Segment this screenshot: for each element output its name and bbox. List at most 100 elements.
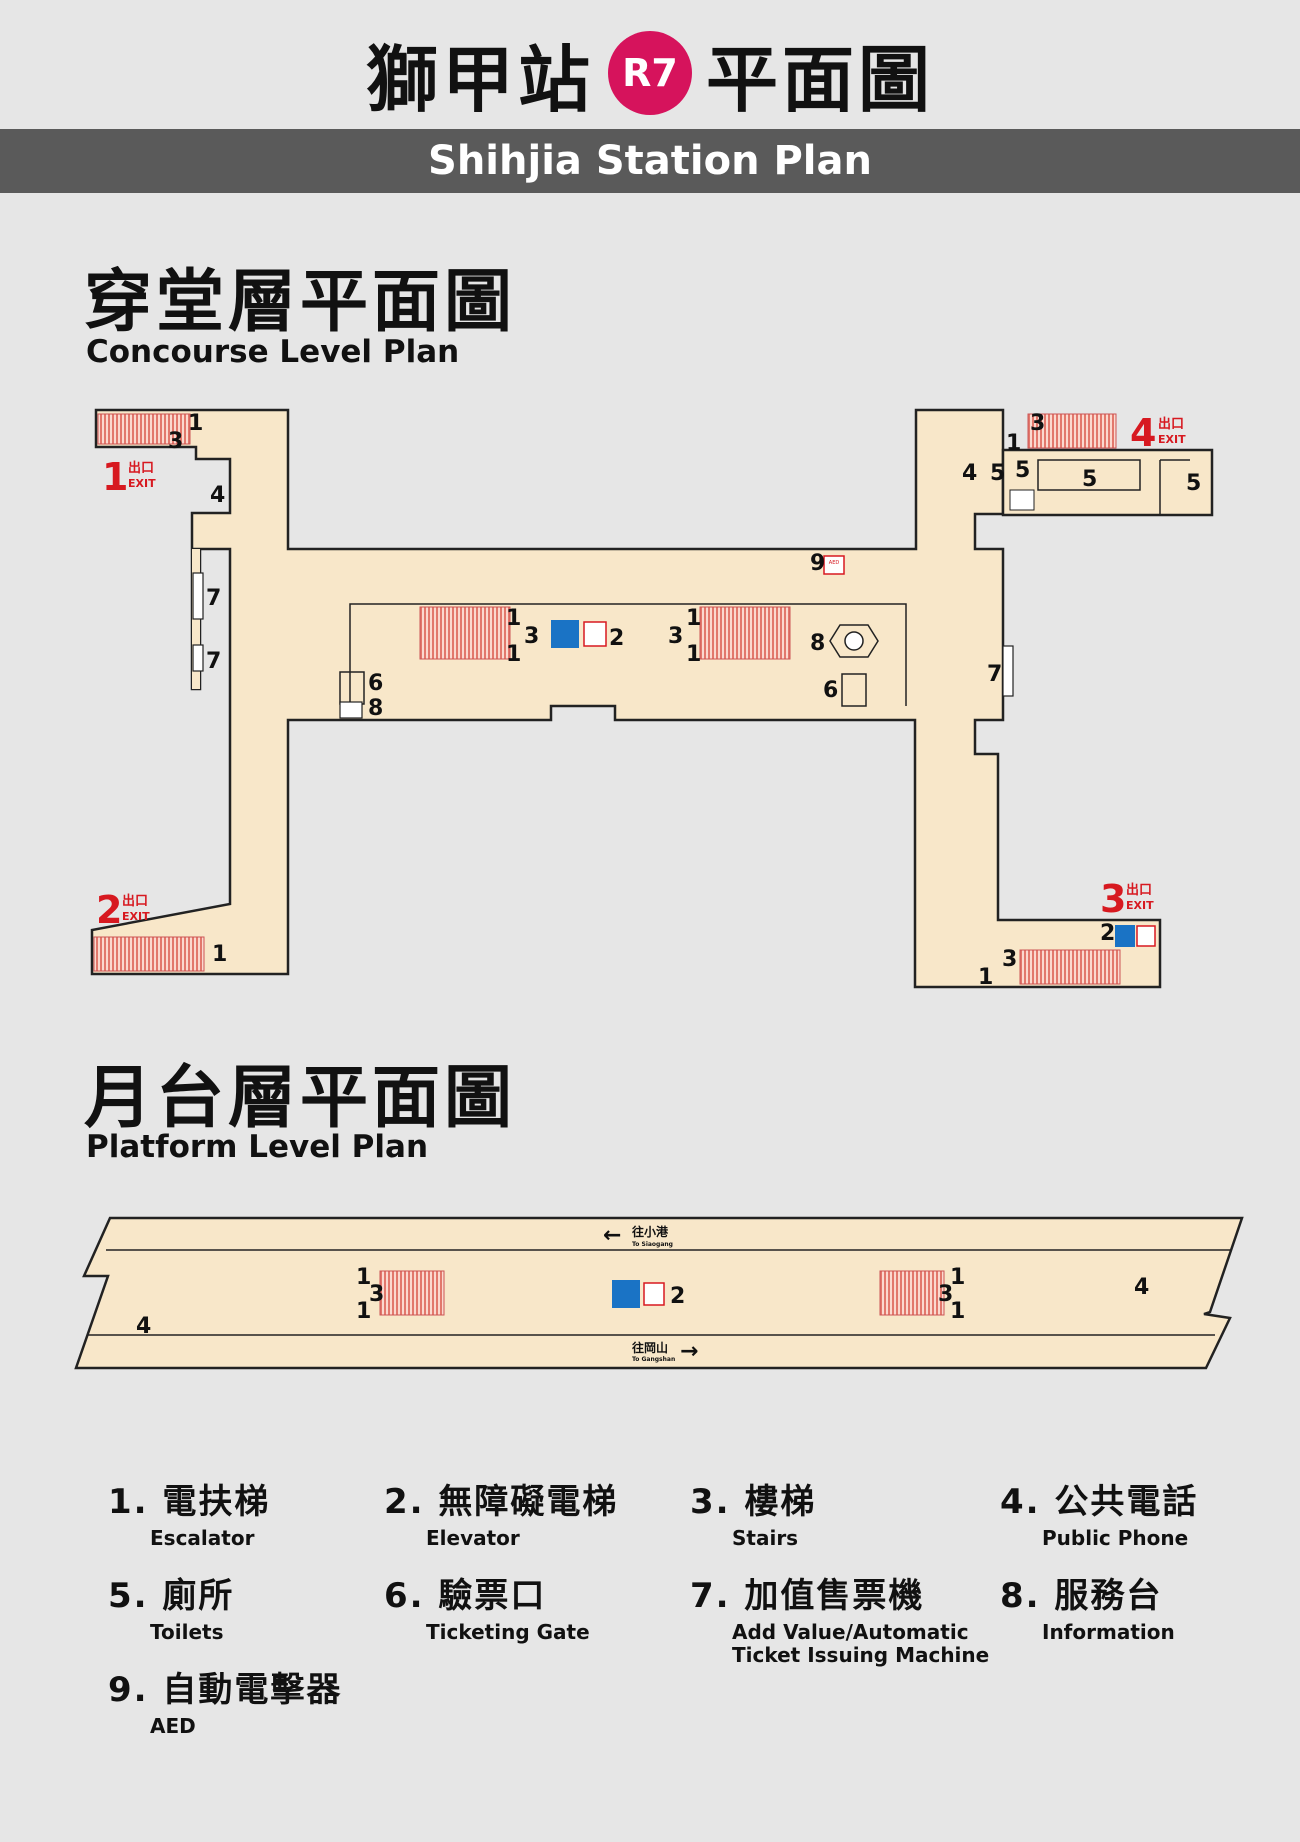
- svg-text:2: 2: [670, 1284, 685, 1309]
- svg-text:6: 6: [823, 678, 838, 703]
- svg-text:2: 2: [609, 626, 624, 651]
- arrow-right-icon: →: [680, 1339, 698, 1364]
- svg-text:4: 4: [1134, 1275, 1149, 1300]
- svg-text:5: 5: [990, 461, 1005, 486]
- question-mark-icon: [844, 631, 864, 651]
- wheelchair-elevator-icon: [551, 620, 579, 648]
- direction-gangshan: 往岡山 To Gangshan →: [632, 1339, 698, 1364]
- page-title-left: 獅甲站: [365, 37, 594, 122]
- legend-item-6: 6. 驗票口 Ticketing Gate: [384, 1576, 590, 1644]
- exit-3-marker: 3 出口 EXIT: [1100, 877, 1154, 921]
- svg-text:EXIT: EXIT: [128, 477, 156, 490]
- svg-text:1: 1: [212, 942, 227, 967]
- concourse-floor: [90, 408, 1162, 989]
- concourse-title-en: Concourse Level Plan: [86, 334, 460, 370]
- svg-text:1: 1: [188, 411, 203, 436]
- svg-text:5: 5: [1186, 471, 1201, 496]
- svg-text:1: 1: [1006, 431, 1021, 456]
- escalator-center-right: [699, 606, 791, 660]
- paid-area-line: [349, 603, 907, 706]
- svg-text:4: 4: [210, 483, 225, 508]
- svg-text:2: 2: [96, 888, 122, 932]
- svg-text:4: 4: [1130, 411, 1156, 455]
- platform-number-labels: 131 2 131 44: [136, 1265, 1149, 1339]
- subtitle-bar: Shihjia Station Plan: [0, 129, 1300, 193]
- svg-text:1: 1: [356, 1265, 371, 1290]
- ticket-machine-left-bottom: [192, 644, 204, 672]
- svg-text:1: 1: [950, 1265, 965, 1290]
- svg-text:4: 4: [136, 1314, 151, 1339]
- svg-text:1: 1: [356, 1299, 371, 1324]
- legend-item-9: 9. 自動電擊器 AED: [108, 1670, 343, 1738]
- escalator-center-left: [419, 606, 511, 660]
- aed-icon-label: AED: [829, 560, 840, 566]
- svg-text:3: 3: [938, 1282, 953, 1307]
- legend-item-1: 1. 電扶梯 Escalator: [108, 1482, 271, 1550]
- svg-text:出口: 出口: [1126, 882, 1152, 898]
- svg-text:EXIT: EXIT: [122, 910, 150, 923]
- svg-text:3: 3: [1030, 411, 1045, 436]
- svg-text:4: 4: [962, 461, 977, 486]
- station-code-badge: R7: [608, 31, 692, 115]
- svg-text:1: 1: [506, 642, 521, 667]
- svg-text:出口: 出口: [1158, 416, 1184, 432]
- svg-text:出口: 出口: [122, 893, 148, 909]
- wheelchair-elevator-icon: [612, 1280, 640, 1308]
- svg-text:8: 8: [368, 696, 383, 721]
- exit-2-marker: 2 出口 EXIT: [96, 888, 150, 932]
- svg-text:7: 7: [206, 649, 221, 674]
- page-title-row: 獅甲站 R7 平面圖: [0, 28, 1300, 122]
- svg-text:3: 3: [1002, 947, 1017, 972]
- svg-text:To Siaogang: To Siaogang: [632, 1241, 673, 1248]
- escalator-exit-1: [97, 413, 191, 445]
- ticket-gate-right: [841, 673, 867, 707]
- svg-text:EXIT: EXIT: [1158, 433, 1186, 446]
- restroom-icon: [1009, 489, 1035, 511]
- exit-1-marker: 1 出口 EXIT: [102, 455, 156, 499]
- elevator-cross-icon: [1136, 925, 1156, 947]
- exit-4-marker: 4 出口 EXIT: [1130, 411, 1186, 455]
- legend-item-3: 3. 樓梯 Stairs: [690, 1482, 817, 1550]
- page-subtitle: Shihjia Station Plan: [428, 138, 872, 184]
- svg-text:1: 1: [686, 606, 701, 631]
- svg-text:3: 3: [524, 624, 539, 649]
- svg-text:1: 1: [978, 965, 993, 990]
- elevator-cross-icon: [643, 1282, 665, 1306]
- direction-siaogang: ← 往小港 To Siaogang: [603, 1223, 673, 1248]
- legend-item-4: 4. 公共電話 Public Phone: [1000, 1482, 1199, 1550]
- svg-text:6: 6: [368, 671, 383, 696]
- svg-text:7: 7: [206, 586, 221, 611]
- wheelchair-elevator-icon: [1115, 925, 1135, 947]
- escalator-exit-3: [1019, 949, 1121, 985]
- svg-text:8: 8: [810, 631, 825, 656]
- ticket-machine-left-top: [192, 572, 204, 620]
- concourse-title-zh: 穿堂層平面圖: [84, 263, 517, 342]
- arrow-left-icon: ←: [603, 1223, 621, 1248]
- platform-title-en: Platform Level Plan: [86, 1129, 429, 1165]
- svg-text:往小港: 往小港: [632, 1224, 669, 1239]
- heart-aed-icon: [823, 555, 845, 575]
- svg-text:1: 1: [506, 606, 521, 631]
- svg-text:出口: 出口: [128, 460, 154, 476]
- svg-text:往岡山: 往岡山: [632, 1340, 668, 1355]
- svg-text:EXIT: EXIT: [1126, 899, 1154, 912]
- svg-text:1: 1: [686, 642, 701, 667]
- platform-title-zh: 月台層平面圖: [84, 1059, 517, 1138]
- svg-text:3: 3: [1100, 877, 1126, 921]
- svg-text:3: 3: [369, 1282, 384, 1307]
- svg-text:3: 3: [668, 624, 683, 649]
- escalator-exit-2: [93, 936, 205, 972]
- svg-text:2: 2: [1100, 921, 1115, 946]
- legend-item-8: 8. 服務台 Information: [1000, 1576, 1175, 1644]
- svg-text:5: 5: [1015, 458, 1030, 483]
- platform-escalator-right: [879, 1270, 945, 1316]
- toilet-wall: [1037, 459, 1190, 515]
- legend-item-5: 5. 廁所 Toilets: [108, 1576, 235, 1644]
- elevator-cross-icon: [583, 621, 607, 647]
- svg-text:1: 1: [950, 1299, 965, 1324]
- legend-item-2: 2. 無障礙電梯 Elevator: [384, 1482, 619, 1550]
- info-desk-left: [339, 701, 363, 719]
- svg-text:7: 7: [987, 662, 1002, 687]
